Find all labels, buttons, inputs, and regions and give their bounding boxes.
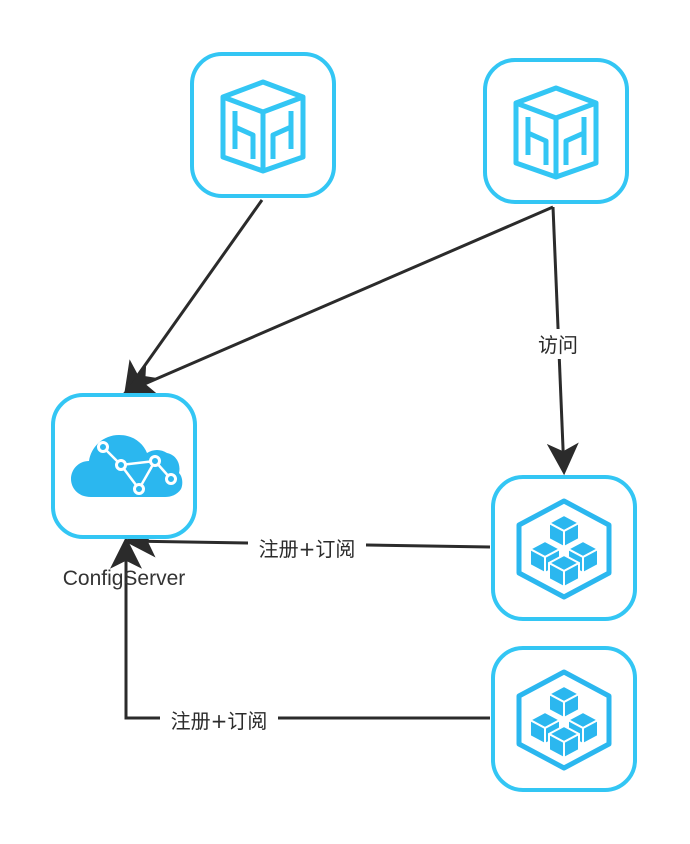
node-config-server[interactable]: [51, 393, 197, 539]
cloud-network-icon: [71, 435, 183, 497]
node-client-a[interactable]: [190, 52, 336, 198]
edge-service-b-to-config: [110, 536, 490, 720]
cube-cluster-icon: [516, 498, 612, 600]
node-service-a[interactable]: [491, 475, 637, 621]
box-outline-icon: [220, 79, 306, 174]
node-client-b[interactable]: [483, 58, 629, 204]
edge-label-register-2: 注册+订阅: [171, 709, 268, 733]
config-server-label: ConfigServer: [63, 567, 186, 590]
box-outline-icon: [513, 85, 599, 180]
edge-client-b-to-config: [123, 205, 554, 396]
cube-cluster-icon: [516, 669, 612, 771]
edge-label-register-1: 注册+订阅: [259, 537, 356, 561]
edge-client-a-to-config: [124, 199, 264, 395]
edge-labels: 访问 注册+订阅 注册+订阅: [160, 329, 584, 733]
edge-label-visit: 访问: [538, 333, 578, 357]
node-service-b[interactable]: [491, 646, 637, 792]
